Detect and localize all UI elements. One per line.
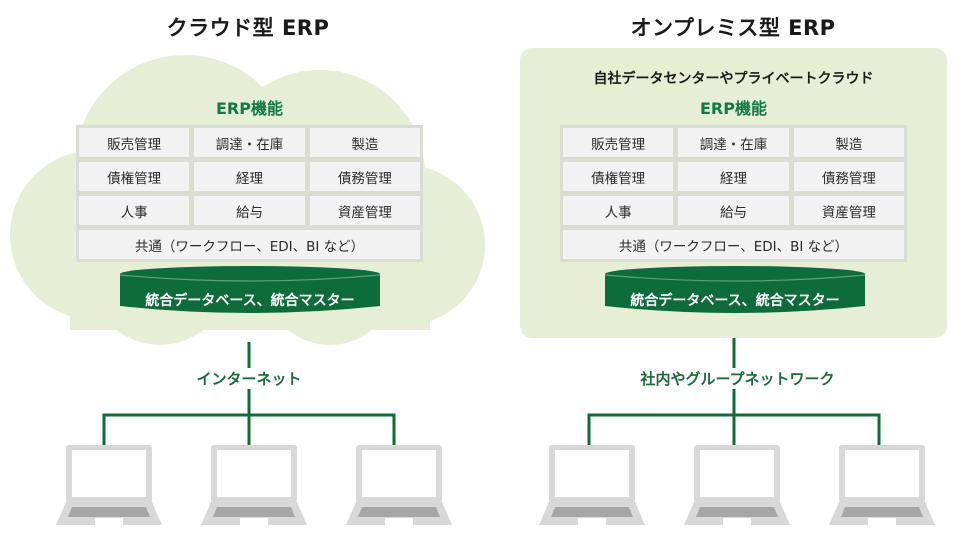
onprem-network-lines	[587, 338, 881, 445]
onprem-database-icon	[604, 266, 866, 313]
cloud-module-payables: 債務管理	[308, 161, 421, 192]
cloud-database-icon	[119, 266, 381, 313]
onprem-module-sales: 販売管理	[562, 127, 675, 158]
cloud-module-accounting: 経理	[193, 161, 306, 192]
onprem-module-assets: 資産管理	[792, 195, 905, 226]
cloud-laptop-icon-3	[346, 445, 452, 525]
onprem-module-common: 共通（ワークフロー、EDI、BI など）	[562, 229, 905, 260]
cloud-module-receivables: 債権管理	[78, 161, 191, 192]
onprem-module-hr: 人事	[562, 195, 675, 226]
cloud-module-procurement: 調達・在庫	[193, 127, 306, 158]
onprem-module-accounting: 経理	[677, 161, 790, 192]
onprem-laptop-icon-3	[829, 445, 935, 525]
cloud-module-common: 共通（ワークフロー、EDI、BI など）	[78, 229, 421, 260]
onprem-module-manufacturing: 製造	[792, 127, 905, 158]
cloud-network-lines	[102, 342, 396, 445]
onprem-module-payroll: 給与	[677, 195, 790, 226]
cloud-laptop-icon-2	[201, 445, 307, 525]
onprem-erp-title: オンプレミス型 ERP	[630, 16, 836, 40]
cloud-erp-functions-label: ERP機能	[216, 99, 283, 118]
onprem-module-grid: 販売管理 調達・在庫 製造 債権管理 経理 債務管理 人事 給与 資産管理 共通…	[560, 125, 907, 262]
onprem-erp-functions-label: ERP機能	[700, 99, 767, 118]
cloud-module-sales: 販売管理	[78, 127, 191, 158]
cloud-module-manufacturing: 製造	[308, 127, 421, 158]
onprem-laptop-icon-2	[684, 445, 790, 525]
cloud-laptop-icon-1	[56, 445, 162, 525]
cloud-module-payroll: 給与	[193, 195, 306, 226]
cloud-module-grid: 販売管理 調達・在庫 製造 債権管理 経理 債務管理 人事 給与 資産管理 共通…	[76, 125, 423, 262]
cloud-module-assets: 資産管理	[308, 195, 421, 226]
onprem-laptop-icon-1	[539, 445, 645, 525]
onprem-module-payables: 債務管理	[792, 161, 905, 192]
onprem-module-receivables: 債権管理	[562, 161, 675, 192]
onprem-database-label: 統合データベース、統合マスター	[630, 293, 840, 309]
cloud-database-label: 統合データベース、統合マスター	[145, 293, 355, 309]
cloud-network-label: インターネット	[170, 368, 328, 389]
cloud-module-hr: 人事	[78, 195, 191, 226]
onprem-network-label: 社内やグループネットワーク	[611, 368, 864, 389]
cloud-erp-title: クラウド型 ERP	[166, 16, 330, 40]
onprem-location-label: 自社データセンターやプライベートクラウド	[593, 71, 874, 87]
onprem-module-procurement: 調達・在庫	[677, 127, 790, 158]
